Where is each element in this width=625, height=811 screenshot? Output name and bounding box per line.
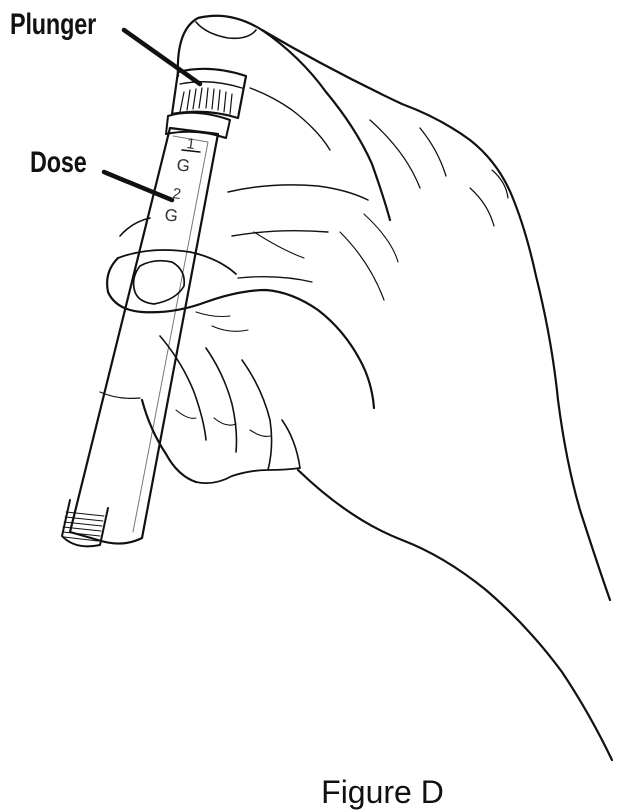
dose-mark-2: 2 bbox=[171, 185, 182, 203]
figure-caption-text: Figure D bbox=[321, 774, 444, 810]
hand bbox=[107, 16, 612, 760]
plunger-leader-line bbox=[124, 30, 200, 84]
figure-caption: Figure D bbox=[0, 774, 625, 811]
applicator-pen bbox=[62, 113, 230, 547]
dose-mark-1-unit: G bbox=[175, 155, 191, 176]
dose-label: Dose bbox=[30, 146, 87, 180]
dose-leader-line bbox=[104, 172, 172, 200]
dose-mark-1: 1 bbox=[185, 135, 196, 153]
plunger bbox=[172, 69, 246, 118]
plunger-label: Plunger bbox=[10, 8, 96, 42]
dose-mark-2-unit: G bbox=[163, 205, 179, 226]
